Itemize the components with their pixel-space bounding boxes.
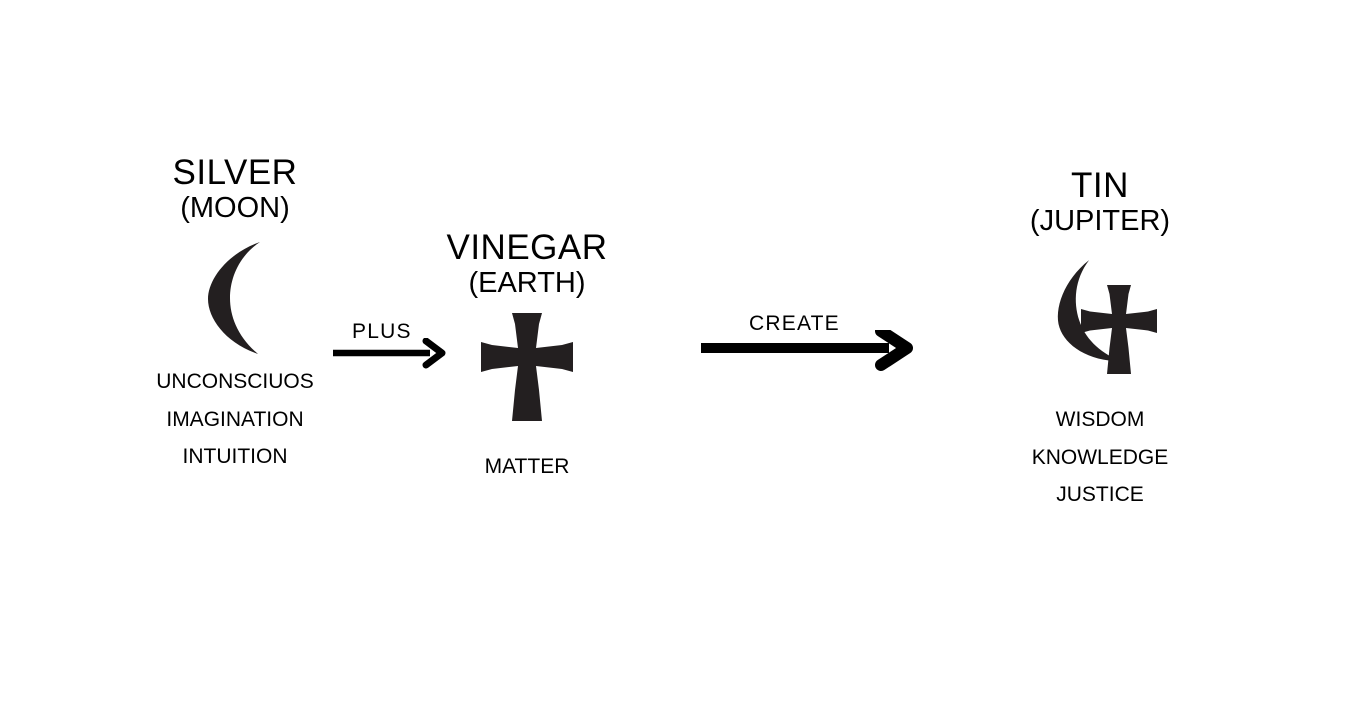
attribute-item: IMAGINATION (166, 407, 304, 431)
jupiter-cross-part (1081, 285, 1157, 375)
attribute-item: JUSTICE (1056, 483, 1144, 507)
attribute-item: UNCONSCIUOS (156, 370, 314, 394)
node-silver-attributes: UNCONSCIUOS IMAGINATION INTUITION (120, 363, 350, 475)
node-tin: TIN (JUPITER) WISDOM KNOWLEDGE JUSTICE (985, 168, 1215, 513)
node-vinegar: VINEGAR (EARTH) MATTER (412, 230, 642, 486)
node-vinegar-attributes: MATTER (412, 448, 642, 485)
connector-plus-label: PLUS (352, 320, 412, 343)
connector-create-label: CREATE (749, 312, 840, 335)
attribute-item: MATTER (484, 455, 570, 479)
node-silver-subtitle: (MOON) (180, 192, 290, 224)
arrow-right-icon (333, 338, 446, 369)
attribute-item: KNOWLEDGE (1031, 445, 1169, 469)
node-silver: SILVER (MOON) UNCONSCIUOS IMAGINATION IN… (120, 155, 350, 475)
attribute-item: INTUITION (182, 445, 288, 469)
node-vinegar-subtitle: (EARTH) (468, 267, 586, 299)
arrow-right-icon (701, 330, 913, 371)
node-silver-title: SILVER (172, 153, 298, 192)
connector-create: CREATE (697, 312, 922, 371)
crescent-moon-symbol (120, 237, 350, 357)
jupiter-symbol (985, 254, 1215, 399)
connector-plus: PLUS (330, 320, 455, 370)
attribute-item: WISDOM (1055, 408, 1145, 432)
node-tin-attributes: WISDOM KNOWLEDGE JUSTICE (985, 401, 1215, 513)
node-tin-title: TIN (1071, 166, 1129, 205)
node-tin-subtitle: (JUPITER) (1029, 205, 1171, 237)
jupiter-crescent-part (1057, 260, 1121, 362)
node-vinegar-title: VINEGAR (446, 228, 608, 267)
cross-pattee-symbol (412, 310, 642, 430)
